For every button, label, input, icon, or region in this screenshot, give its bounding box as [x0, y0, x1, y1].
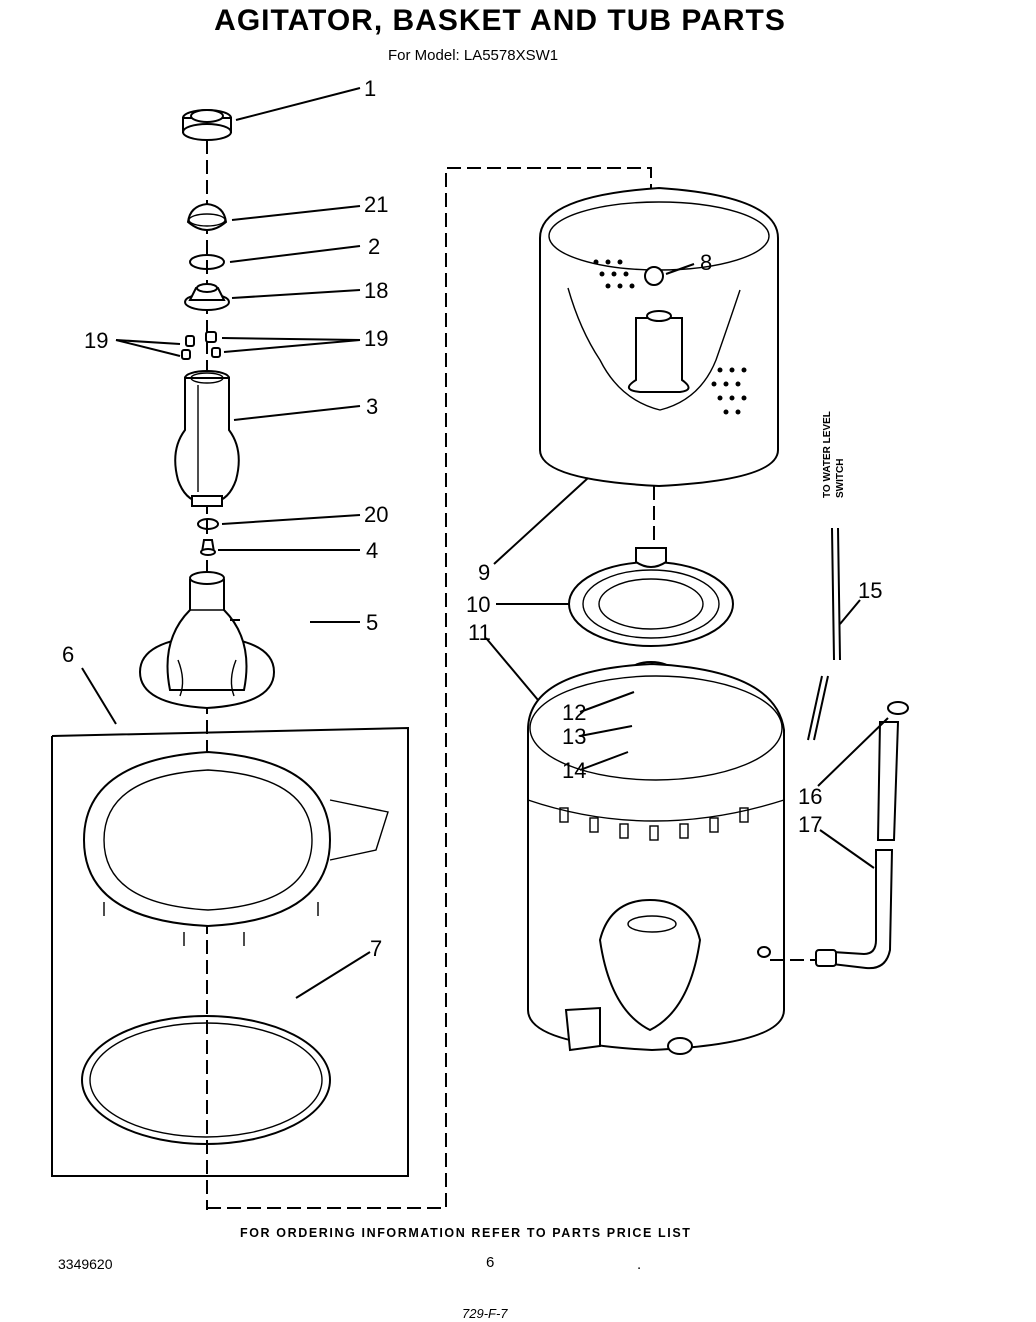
model-subtitle: For Model: LA5578XSW1	[388, 47, 559, 64]
part-9-basket	[539, 186, 779, 488]
part-16-clamp	[887, 701, 909, 715]
part-6-group-frame	[51, 726, 409, 1177]
callout-2: 2	[368, 234, 380, 259]
page-number: 6	[486, 1254, 495, 1271]
callout-16: 16	[798, 784, 822, 809]
callout-21: 21	[364, 192, 388, 217]
part-20-ring	[197, 518, 219, 530]
water-level-switch-label: TO WATER LEVEL SWITCH	[822, 411, 846, 498]
side-label-line2: SWITCH	[835, 459, 846, 498]
callout-19-right: 19	[364, 326, 388, 351]
part-18-dog-assembly	[184, 283, 230, 311]
ordering-note: FOR ORDERING INFORMATION REFER TO PARTS …	[240, 1226, 692, 1240]
callout-6: 6	[62, 642, 74, 667]
tub-slots	[559, 807, 749, 841]
callout-8: 8	[700, 250, 712, 275]
callout-20: 20	[364, 502, 388, 527]
callout-7: 7	[370, 936, 382, 961]
callout-14: 14	[562, 758, 586, 783]
side-label-line1: TO WATER LEVEL	[822, 411, 833, 498]
basket-perforations	[593, 259, 747, 415]
part-1-agitator-cap	[182, 109, 232, 141]
part-11-outer-tub	[527, 662, 785, 1055]
callout-3: 3	[366, 394, 378, 419]
part-15-tube	[807, 527, 841, 741]
callout-1: 1	[364, 76, 376, 101]
part-21-cam	[186, 202, 228, 231]
part-19-dogs	[181, 331, 221, 360]
part-2-ring	[189, 254, 225, 270]
page-title: AGITATOR, BASKET AND TUB PARTS	[214, 4, 786, 37]
callout-18: 18	[364, 278, 388, 303]
drawing-code: 729-F-7	[462, 1306, 508, 1321]
document-number: 3349620	[58, 1256, 113, 1272]
callout-10: 10	[466, 592, 490, 617]
callout-5: 5	[366, 610, 378, 635]
part-17-hose	[815, 721, 900, 970]
callout-4: 4	[366, 538, 378, 563]
callout-13: 13	[562, 724, 586, 749]
callout-19-left: 19	[84, 328, 108, 353]
part-5-agitator-base	[138, 571, 276, 710]
part-6-tub-ring	[82, 750, 389, 946]
part-10-hub	[568, 547, 734, 647]
callout-9: 9	[478, 560, 490, 585]
part-3-agitator-barrel	[174, 370, 240, 507]
callout-15: 15	[858, 578, 882, 603]
callout-12: 12	[562, 700, 586, 725]
part-7-seal-ring	[81, 1015, 331, 1145]
part-4-cone	[200, 539, 216, 556]
callout-17: 17	[798, 812, 822, 837]
callout-leaders	[81, 87, 889, 999]
footer-dot: .	[637, 1256, 642, 1273]
callout-11: 11	[468, 620, 491, 645]
